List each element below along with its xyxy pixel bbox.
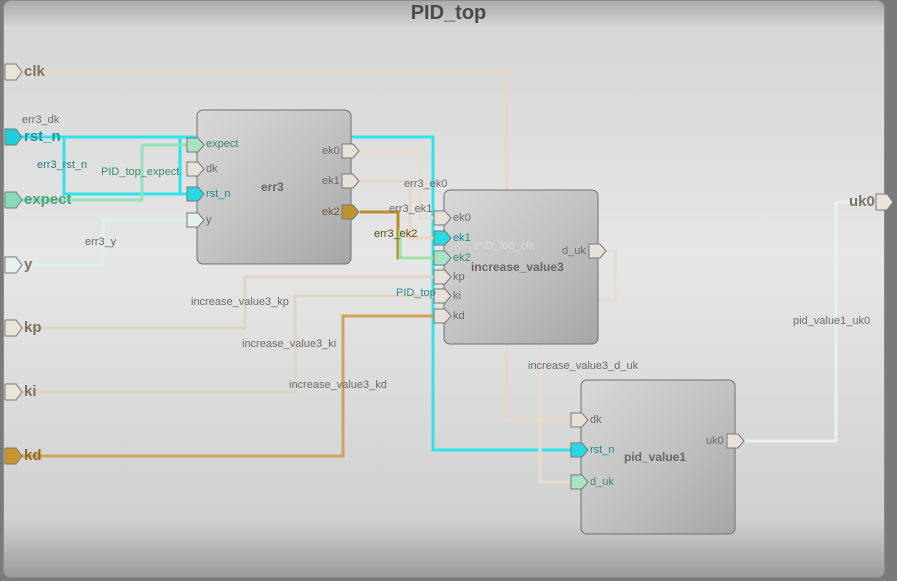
pv1-label-d-uk: d_uk: [590, 476, 614, 488]
err3-pin-y[interactable]: [186, 212, 205, 228]
port-y-shape[interactable]: [4, 256, 23, 274]
err3-pin-expect[interactable]: [186, 137, 205, 153]
net-err3-ek1: err3_ek1: [389, 203, 433, 215]
wire-ek1: [360, 179, 434, 240]
port-expect-shape[interactable]: [4, 191, 23, 209]
port-expect-label: expect: [24, 191, 72, 208]
iv3-pin-kd[interactable]: [433, 308, 452, 324]
wire-rst-n-err3: [38, 135, 190, 196]
port-kd-label: kd: [24, 447, 42, 464]
iv3-pin-ki[interactable]: [433, 288, 452, 304]
port-ki-shape[interactable]: [4, 383, 23, 401]
block-pid-value1-title: pid_value1: [624, 450, 687, 464]
iv3-label-ek0: ek0: [453, 212, 471, 224]
pv1-pin-dk[interactable]: [570, 412, 589, 428]
module-title: PID_top: [410, 2, 487, 24]
wire-y: [22, 218, 190, 267]
wire-kd: [22, 314, 434, 458]
err3-label-y: y: [206, 214, 212, 226]
net-increase-value3-kp: increase_value3_kp: [191, 296, 289, 308]
wire-ek0: [360, 149, 434, 220]
pv1-pin-rst-n[interactable]: [570, 442, 589, 458]
wire-kp: [22, 275, 434, 330]
iv3-label-ki: ki: [453, 290, 461, 302]
iv3-pin-ek0[interactable]: [433, 210, 452, 226]
net-increase-value3-kd: increase_value3_kd: [289, 379, 387, 391]
port-kp-shape[interactable]: [4, 319, 23, 337]
err3-label-dk: dk: [206, 163, 218, 175]
err3-pin-ek2[interactable]: [341, 204, 360, 220]
port-rst-n-shape[interactable]: [4, 128, 23, 146]
block-increase-value3-title: increase_value3: [471, 260, 564, 274]
port-uk0-label: uk0: [849, 193, 875, 210]
err3-label-ek2: ek2: [322, 206, 340, 218]
err3-pin-dk[interactable]: [186, 161, 205, 177]
pv1-pin-uk0[interactable]: [726, 433, 745, 449]
port-y-label: y: [24, 256, 33, 273]
port-ki-label: ki: [24, 383, 37, 400]
wire-uk0: [745, 200, 874, 443]
err3-label-ek1: ek1: [322, 175, 340, 187]
pv1-label-rst-n: rst_n: [590, 444, 615, 456]
iv3-label-d-uk: d_uk: [562, 245, 586, 257]
port-rst-n-label: rst_n: [24, 128, 61, 145]
err3-pin-rst-n[interactable]: [186, 186, 205, 202]
iv3-pin-kp[interactable]: [433, 269, 452, 285]
iv3-label-ek2: ek2: [453, 252, 471, 264]
err3-label-expect: expect: [206, 138, 239, 150]
port-kp-label: kp: [24, 319, 42, 336]
port-clk-label: clk: [24, 63, 45, 80]
block-increase-value3[interactable]: [443, 189, 599, 345]
err3-label-ek0: ek0: [322, 145, 340, 157]
err3-pin-ek0[interactable]: [341, 143, 360, 159]
pv1-pin-d-uk[interactable]: [570, 474, 589, 490]
port-kd-shape[interactable]: [4, 447, 23, 465]
net-pid-value1-uk0: pid_value1_uk0: [793, 315, 871, 327]
net-pid-top-expect: PID_top_expect: [101, 166, 180, 178]
pv1-label-uk0: uk0: [706, 435, 724, 447]
iv3-label-kd: kd: [453, 310, 465, 322]
wire-expect: [22, 143, 190, 202]
net-err3-ek2: err3_ek2: [374, 228, 418, 240]
net-err3-ek0: err3_ek0: [404, 178, 448, 190]
port-clk-shape[interactable]: [4, 63, 23, 81]
err3-label-rst-n: rst_n: [206, 188, 231, 200]
net-err3-y: err3_y: [85, 236, 117, 248]
iv3-pin-d-uk[interactable]: [588, 243, 607, 259]
iv3-label-ek1: ek1: [453, 232, 471, 244]
net-err3-dk: err3_dk: [22, 114, 60, 126]
iv3-pin-ek2[interactable]: [433, 250, 452, 266]
wire-ek2-green: [398, 230, 434, 260]
net-pid-top-clk: PID_top_clk: [475, 240, 535, 252]
iv3-label-kp: kp: [453, 271, 465, 283]
block-err3-title: err3: [261, 180, 284, 194]
port-uk0-shape[interactable]: [875, 193, 894, 211]
iv3-pin-ek1[interactable]: [433, 230, 452, 246]
net-err3-rst-n: err3_rst_n: [37, 159, 88, 171]
net-increase-value3-ki: increase_value3_ki: [242, 338, 337, 350]
wire-ki: [22, 294, 434, 394]
net-increase-value3-d-uk: increase_value3_d_uk: [528, 360, 639, 372]
pv1-label-dk: dk: [590, 414, 602, 426]
net-pid-top-rst: PID_top: [396, 287, 436, 299]
err3-pin-ek1[interactable]: [341, 173, 360, 189]
